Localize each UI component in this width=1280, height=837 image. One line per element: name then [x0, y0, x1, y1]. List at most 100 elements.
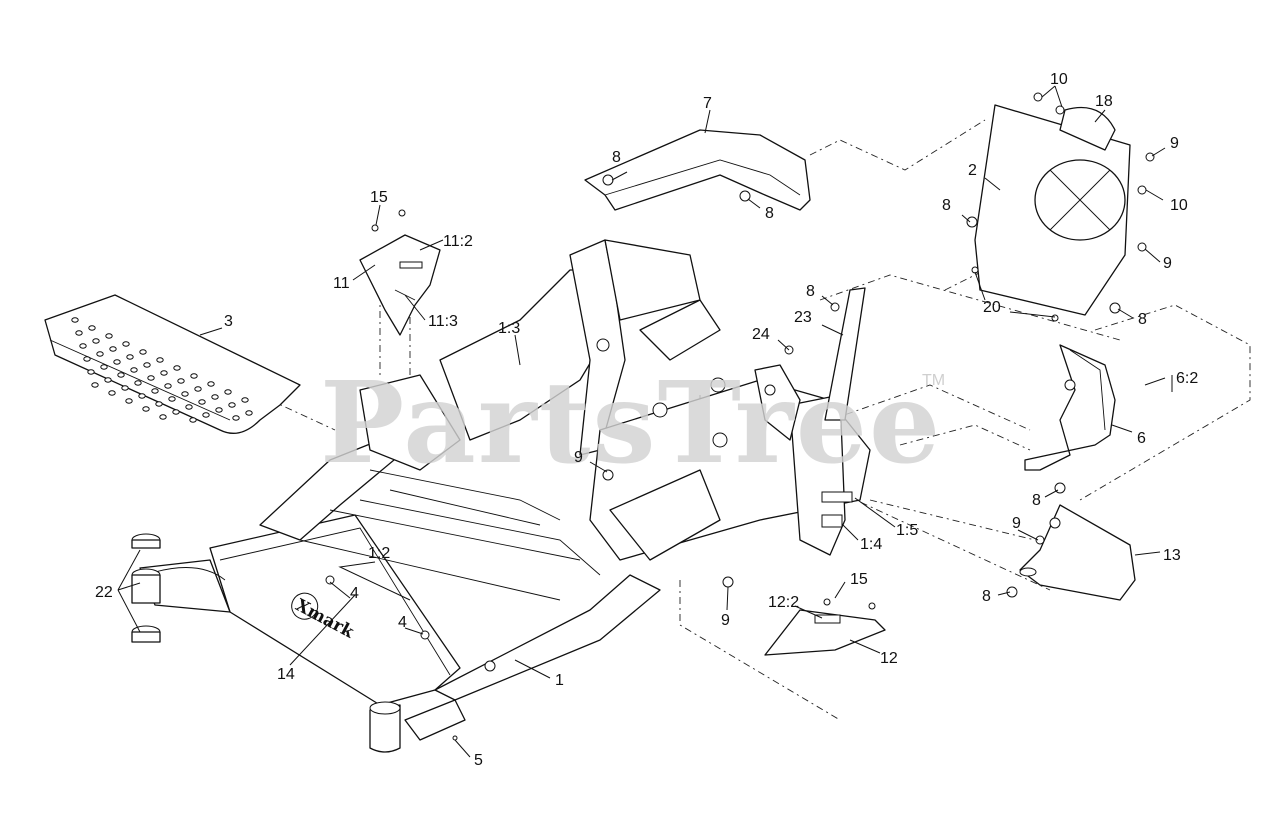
main-frame	[139, 239, 871, 753]
perforation-hole	[151, 388, 159, 394]
watermark-text: PartsTree	[320, 358, 942, 489]
perforation-hole	[105, 333, 113, 339]
callout-8: 8	[1138, 311, 1147, 328]
perforation-hole	[79, 343, 87, 349]
callout-18: 18	[1095, 93, 1113, 110]
perforation-hole	[121, 385, 129, 391]
callout-9: 9	[1163, 255, 1172, 272]
perforation-hole	[245, 410, 253, 416]
perforation-hole	[241, 397, 249, 403]
callout-3: 3	[224, 313, 233, 330]
perforation-hole	[194, 386, 202, 392]
callouts: 10 18 7 9 2 8 10 8 15 8 11:2 9 11 8 3 20…	[95, 71, 1198, 769]
perforation-hole	[228, 402, 236, 408]
callout-11-3: 11:3	[428, 313, 458, 330]
hardware	[325, 92, 1155, 741]
callout-9: 9	[1170, 135, 1179, 152]
perforation-hole	[190, 373, 198, 379]
watermark-trademark: TM	[922, 372, 945, 389]
perforation-hole	[211, 394, 219, 400]
floor-plate	[44, 294, 301, 434]
callout-8: 8	[612, 149, 621, 166]
leader-lines	[117, 85, 1173, 758]
perforation-hole	[177, 378, 185, 384]
callout-22: 22	[95, 584, 113, 601]
callout-4: 4	[350, 585, 359, 602]
callout-11: 11	[333, 275, 350, 292]
perforation-hole	[138, 393, 146, 399]
perforation-hole	[202, 412, 210, 418]
perforation-hole	[155, 401, 163, 407]
callout-8: 8	[942, 197, 951, 214]
perforation-hole	[96, 351, 104, 357]
perforation-hole	[109, 346, 117, 352]
callout-6-2: 6:2	[1176, 370, 1198, 387]
callout-11-2: 11:2	[443, 233, 473, 250]
perforation-hole	[159, 414, 167, 420]
perforation-hole	[139, 349, 147, 355]
callout-6: 6	[1137, 430, 1146, 447]
callout-10: 10	[1170, 197, 1188, 214]
assembly-lines	[269, 119, 1251, 721]
callout-14: 14	[277, 666, 295, 683]
perforation-hole	[130, 367, 138, 373]
perforation-hole	[108, 390, 116, 396]
callout-1-3: 1:3	[498, 320, 520, 337]
callout-9: 9	[1012, 515, 1021, 532]
perforation-hole	[126, 354, 134, 360]
perforation-hole	[156, 357, 164, 363]
callout-1-5: 1:5	[896, 522, 918, 539]
callout-23: 23	[794, 309, 812, 326]
perforation-hole	[125, 398, 133, 404]
perforation-hole	[83, 356, 91, 362]
perforation-hole	[181, 391, 189, 397]
callout-12-2: 12:2	[768, 594, 799, 611]
perforation-hole	[92, 338, 100, 344]
right-hood	[1024, 344, 1116, 471]
callout-2: 2	[968, 162, 977, 179]
perforation-hole	[142, 406, 150, 412]
perforation-hole	[134, 380, 142, 386]
callout-24: 24	[752, 326, 770, 343]
rear-bumper	[1019, 504, 1136, 601]
callout-20: 20	[983, 299, 1001, 316]
perforation-hole	[160, 370, 168, 376]
vertical-brackets	[821, 287, 866, 528]
belt-guard	[764, 609, 886, 656]
perforation-hole	[224, 389, 232, 395]
perforation-hole	[185, 404, 193, 410]
callout-1-4: 1:4	[860, 536, 882, 553]
perforation-hole	[147, 375, 155, 381]
callout-8: 8	[765, 205, 774, 222]
perforation-hole	[168, 396, 176, 402]
fan-plate	[974, 104, 1131, 316]
perforation-hole	[164, 383, 172, 389]
perforation-hole	[232, 415, 240, 421]
perforation-hole	[207, 381, 215, 387]
perforation-hole	[71, 317, 79, 323]
perforation-hole	[215, 407, 223, 413]
perforation-hole	[143, 362, 151, 368]
callout-8: 8	[806, 283, 815, 300]
perforation-hole	[104, 377, 112, 383]
perforation-hole	[100, 364, 108, 370]
callout-1-2: 1:2	[368, 545, 390, 562]
perforation-hole	[91, 382, 99, 388]
callout-8: 8	[1032, 492, 1041, 509]
callout-15: 15	[370, 189, 388, 206]
callout-15: 15	[850, 571, 868, 588]
perforation-hole	[117, 372, 125, 378]
perforation-hole	[113, 359, 121, 365]
perforation-hole	[172, 409, 180, 415]
perforation-hole	[189, 417, 197, 423]
callout-9: 9	[721, 612, 730, 629]
perforation-hole	[88, 325, 96, 331]
callout-4: 4	[398, 614, 407, 631]
floor-plate-holes	[71, 317, 253, 423]
perforation-hole	[198, 399, 206, 405]
callout-9: 9	[574, 449, 583, 466]
callout-7: 7	[703, 95, 712, 112]
watermark: PartsTree TM	[320, 358, 945, 489]
top-shroud	[584, 129, 811, 211]
